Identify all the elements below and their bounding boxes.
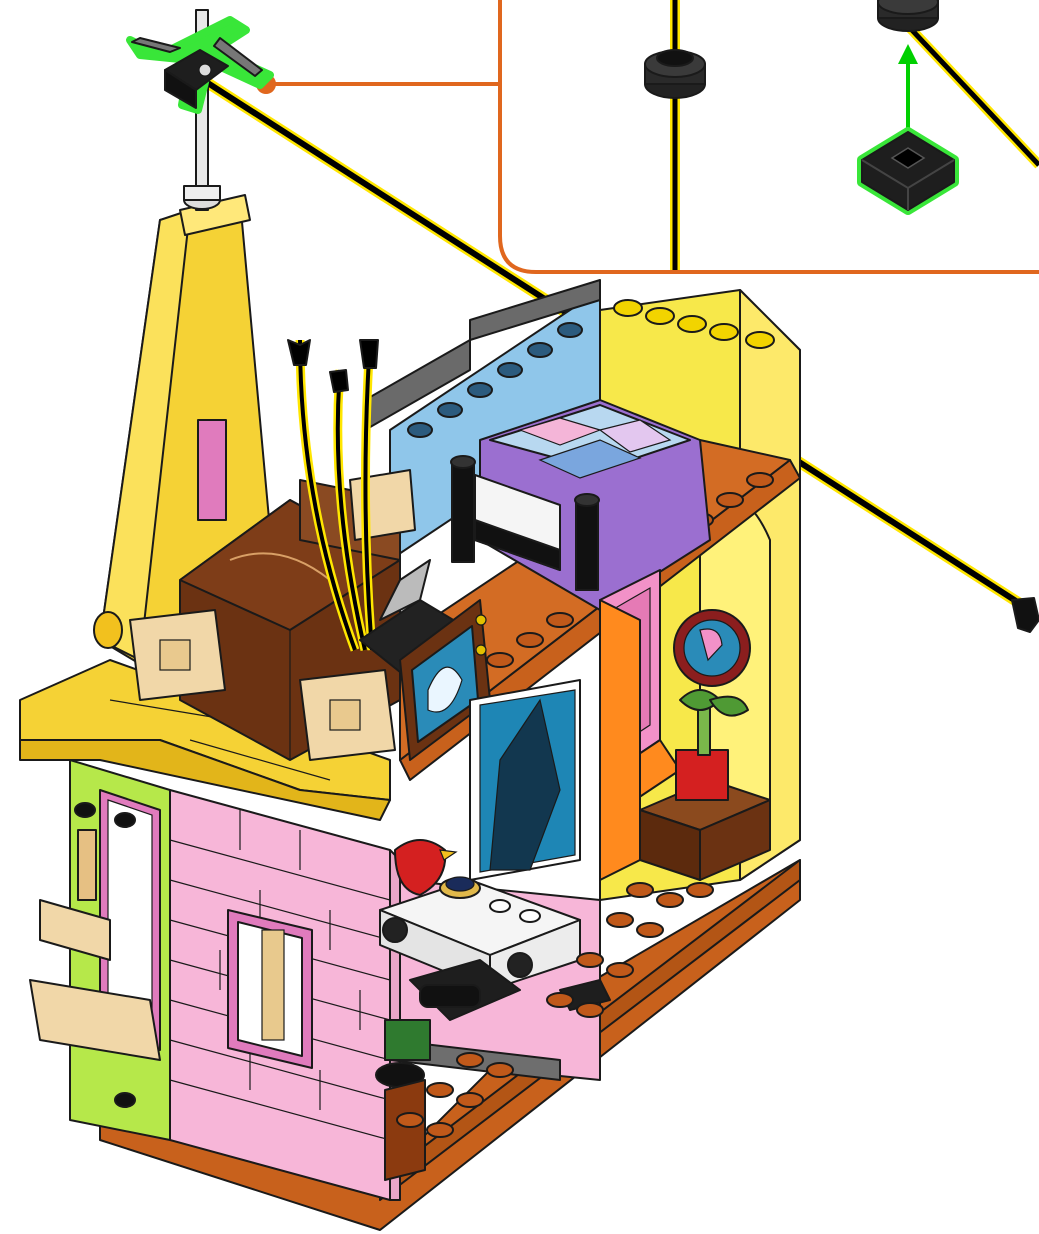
front-window — [228, 910, 312, 1068]
callout-box — [256, 0, 1039, 272]
tower-window — [198, 420, 226, 520]
bedpost-left-icon — [452, 462, 474, 562]
clip-attach-detail — [862, 0, 1039, 210]
bushing-icon — [645, 50, 705, 98]
bedpost-right-icon — [576, 500, 598, 590]
string-end-icon — [1012, 598, 1039, 632]
green-bay-window — [30, 760, 170, 1140]
connector-icon — [878, 0, 938, 31]
wall-poster — [470, 680, 580, 880]
up-arrow-icon — [898, 44, 918, 128]
antenna-connector-icon — [130, 20, 270, 110]
pink-front-wall — [170, 790, 400, 1200]
